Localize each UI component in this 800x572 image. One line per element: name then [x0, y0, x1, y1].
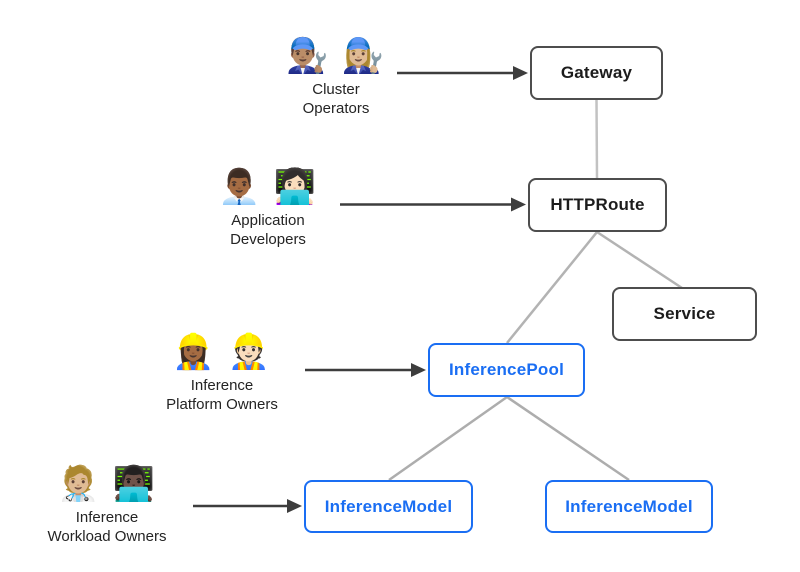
actor-inference-platform-owners: 👷🏾‍♀️ 👷🏻 Inference Platform Owners	[137, 330, 307, 414]
arrow-platform-owners-inferencepool	[305, 363, 426, 377]
actor-label-line: Operators	[302, 100, 370, 117]
actor-application-developers: 👨🏾‍💼 👩🏻‍💻 Application Developers	[183, 165, 353, 249]
mechanics-emoji-icon: 👨🏽‍🔧 👩🏼‍🔧	[285, 37, 387, 75]
actor-label-line: Developers	[230, 231, 306, 248]
edge-gateway-httproute	[595, 99, 599, 179]
actor-label-line: Workload Owners	[47, 528, 167, 545]
actor-label-line: Cluster	[312, 81, 360, 98]
edge-httproute-service	[596, 230, 683, 290]
edge-inferencepool-inferencemodel-right	[506, 395, 630, 482]
edge-httproute-inferencepool	[506, 231, 598, 344]
actor-inference-workload-owners: 🧑🏼‍⚕️ 👨🏿‍💻 Inference Workload Owners	[22, 462, 192, 546]
arrow-application-developers-httproute	[340, 197, 526, 212]
node-inferencepool: InferencePool	[428, 343, 585, 397]
actor-label-inference-workload-owners: Inference Workload Owners	[22, 508, 192, 546]
arrow-cluster-operators-gateway	[397, 66, 528, 80]
node-inferencemodel-left: InferenceModel	[304, 480, 473, 533]
actor-label-line: Application	[231, 212, 305, 229]
actor-cluster-operators: 👨🏽‍🔧 👩🏼‍🔧 Cluster Operators	[251, 34, 421, 118]
health-worker-technologist-emoji-icon: 🧑🏼‍⚕️ 👨🏿‍💻	[56, 465, 158, 503]
actor-label-inference-platform-owners: Inference Platform Owners	[137, 376, 307, 414]
node-httproute: HTTPRoute	[528, 178, 667, 232]
node-service: Service	[612, 287, 757, 341]
actor-label-line: Inference	[190, 377, 254, 394]
actor-label-line: Inference	[75, 509, 139, 526]
node-inferencemodel-right: InferenceModel	[545, 480, 713, 533]
edge-inferencepool-inferencemodel-left	[388, 395, 508, 482]
actor-label-line: Platform Owners	[166, 396, 278, 413]
construction-workers-emoji-icon: 👷🏾‍♀️ 👷🏻	[171, 333, 273, 371]
office-worker-technologist-emoji-icon: 👨🏾‍💼 👩🏻‍💻	[217, 168, 319, 206]
actor-label-cluster-operators: Cluster Operators	[251, 80, 421, 118]
actor-label-application-developers: Application Developers	[183, 211, 353, 249]
node-gateway: Gateway	[530, 46, 663, 100]
arrow-workload-owners-inferencemodel	[193, 499, 302, 513]
